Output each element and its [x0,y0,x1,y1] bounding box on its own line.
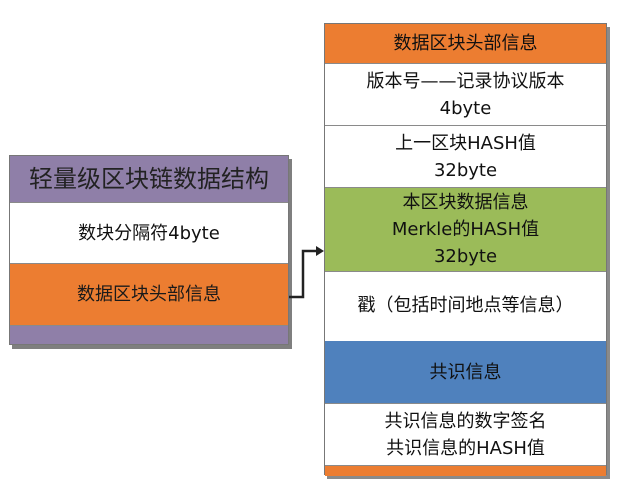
arrow-head [316,246,324,256]
detail-bottom-band [325,466,606,476]
merkle-label-1: 本区块数据信息 [402,192,529,213]
version-size: 4byte [439,97,492,119]
consensus-detail-row: 共识信息的数字签名 共识信息的HASH值 [325,404,606,466]
version-label: 版本号——记录协议版本 [366,70,565,92]
merkle-row: 本区块数据信息 Merkle的HASH值 32byte [325,188,606,272]
consensus-label: 共识信息 [429,361,502,383]
merkle-label-2: Merkle的HASH值 [391,219,540,240]
block-header-label: 数据区块头部信息 [77,284,221,305]
prev-hash-row: 上一区块HASH值 32byte [325,126,606,188]
structure-title: 轻量级区块链数据结构 [10,156,288,203]
row-gap [325,338,606,341]
timestamp-row: 戳（包括时间地点等信息） [325,272,606,338]
timestamp-label: 戳（包括时间地点等信息） [357,294,574,316]
consensus-signature-label: 共识信息的数字签名 [384,410,547,432]
structure-title-text: 轻量级区块链数据结构 [29,164,269,193]
block-header-row: 数据区块头部信息 [10,264,288,326]
header-title-row: 数据区块头部信息 [325,24,606,64]
block-header-detail: 数据区块头部信息 版本号——记录协议版本 4byte 上一区块HASH值 32b… [324,23,607,476]
block-separator-label: 数块分隔符4byte [78,222,220,244]
block-separator-row: 数块分隔符4byte [10,203,288,264]
consensus-row: 共识信息 [325,341,606,404]
prev-hash-size: 32byte [433,159,498,181]
version-row: 版本号——记录协议版本 4byte [325,64,606,126]
lightweight-structure: 轻量级区块链数据结构 数块分隔符4byte 数据区块头部信息 [9,155,289,345]
merkle-size: 32byte [433,246,498,267]
structure-bottom-band [10,326,288,344]
consensus-hash-label: 共识信息的HASH值 [386,437,545,459]
prev-hash-label: 上一区块HASH值 [395,132,536,154]
header-title: 数据区块头部信息 [393,33,538,54]
connector-line [289,249,316,299]
